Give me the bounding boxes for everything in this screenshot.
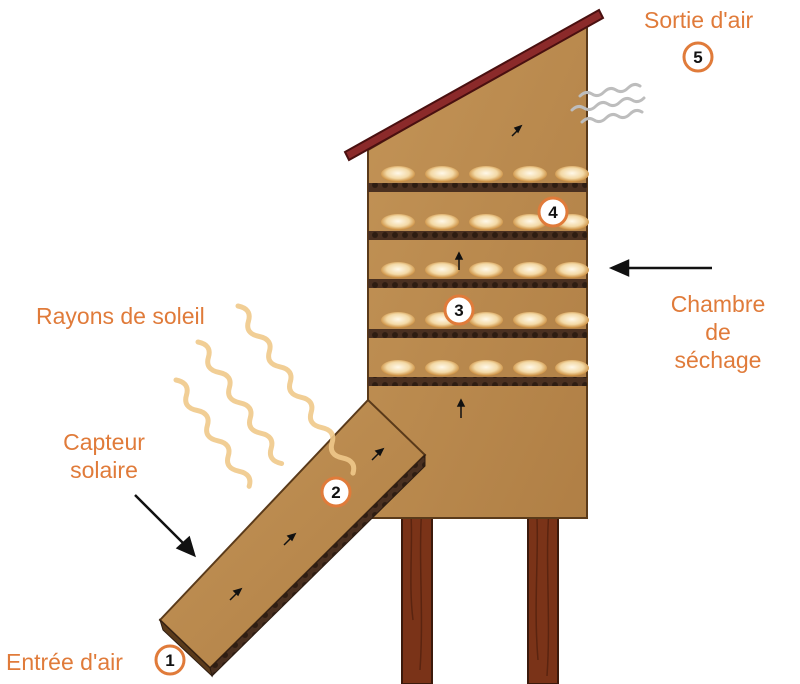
collector-airflow-arrows [229, 447, 385, 601]
produce-item [425, 360, 459, 376]
produce-item [555, 312, 589, 328]
produce-items [381, 166, 589, 376]
produce-item [513, 262, 547, 278]
produce-item [469, 262, 503, 278]
shelf [368, 377, 587, 386]
shelf [368, 329, 587, 338]
sun-rays-label: Rayons de soleil [36, 303, 205, 329]
air-entry-label: Entrée d'air [6, 649, 123, 675]
shelf [368, 231, 587, 240]
produce-item [555, 360, 589, 376]
produce-item [425, 214, 459, 230]
back-leg [527, 486, 559, 684]
front-leg [401, 486, 433, 684]
drying-chamber-label: Chambre de séchage [660, 290, 776, 374]
produce-item [381, 214, 415, 230]
exhaust-air-waves [570, 82, 646, 124]
svg-text:4: 4 [548, 203, 558, 222]
produce-item [381, 166, 415, 182]
air-exit-label: Sortie d'air [644, 7, 754, 33]
produce-item [513, 214, 547, 230]
pointer-arrows [134, 259, 712, 558]
produce-item [513, 360, 547, 376]
produce-item [469, 166, 503, 182]
step-badge-2: 2 [320, 476, 352, 508]
step-badges: 1 2 3 4 5 [154, 41, 714, 676]
sun-rays [173, 303, 357, 489]
chamber-label-line3: séchage [674, 347, 762, 373]
produce-item [381, 360, 415, 376]
drying-chamber [343, 8, 605, 519]
collector-label-line2: solaire [70, 457, 138, 483]
step-badge-5: 5 [682, 41, 714, 73]
shelf [368, 183, 587, 192]
step-badge-3: 3 [443, 294, 475, 326]
produce-item [381, 312, 415, 328]
produce-item [425, 166, 459, 182]
chamber-label-line2: de [705, 319, 731, 345]
shelves [368, 183, 587, 386]
produce-item [469, 312, 503, 328]
step-badge-4: 4 [537, 196, 569, 228]
support-legs [401, 486, 559, 684]
produce-item [513, 312, 547, 328]
produce-item [555, 262, 589, 278]
roof [343, 8, 605, 162]
solar-collector-label: Capteur solaire [52, 428, 156, 484]
produce-item [513, 166, 547, 182]
produce-item [469, 214, 503, 230]
chamber-label-line1: Chambre [670, 291, 766, 317]
step-badge-1: 1 [154, 644, 186, 676]
svg-text:3: 3 [454, 301, 463, 320]
collector-label-line1: Capteur [63, 429, 145, 455]
svg-text:1: 1 [165, 651, 174, 670]
airflow-arrows [454, 124, 523, 418]
produce-item [381, 262, 415, 278]
solar-collector [158, 398, 427, 678]
shelf [368, 279, 587, 288]
produce-item [425, 262, 459, 278]
produce-item [555, 166, 589, 182]
svg-text:5: 5 [693, 48, 702, 67]
collector-end [158, 618, 213, 678]
collector-pointer-arrow [134, 494, 186, 546]
produce-item [469, 360, 503, 376]
svg-text:2: 2 [331, 483, 340, 502]
